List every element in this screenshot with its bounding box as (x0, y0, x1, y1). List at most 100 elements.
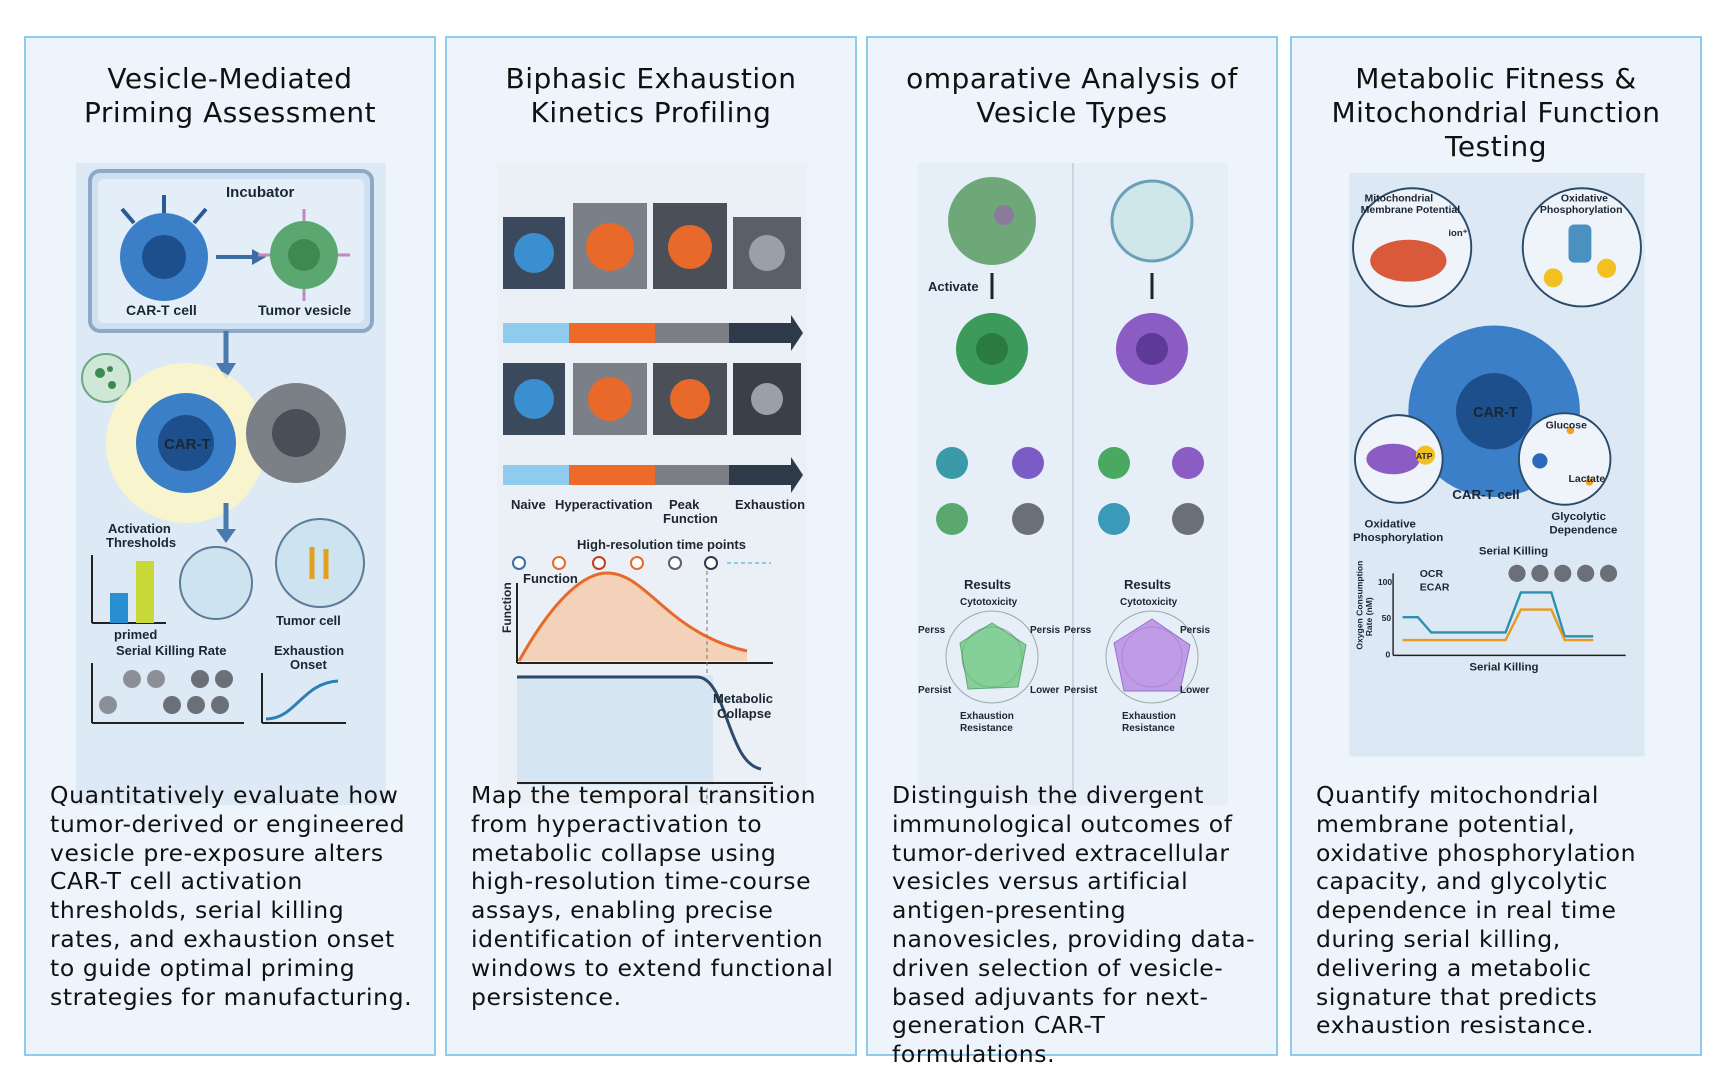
y-axis-label-2: Rate (nM) (1364, 597, 1374, 636)
title-line-2: Priming Assessment (83, 96, 377, 129)
panel-description: Map the temporal transition from hyperac… (471, 781, 834, 1011)
metabolic-label-2: Collapse (717, 706, 771, 721)
persis-label-right: Persis (1180, 625, 1210, 636)
ion-label: ion⁺ (1448, 228, 1467, 239)
oxphos-bottom-inset (1354, 414, 1444, 504)
function-axis-label: Function (500, 582, 514, 633)
hyperactivation-label: Hyperactivation (555, 497, 653, 512)
x-axis-label: Serial Killing (1469, 662, 1538, 674)
stage-arrow-row-2 (503, 457, 803, 493)
stage-arrow-row-1 (503, 315, 803, 351)
panel-title: Vesicle-Mediated Priming Assessment (36, 62, 424, 130)
tumor-vesicle-icon (258, 209, 350, 301)
peak-label-2: Function (663, 511, 718, 526)
glycolytic-label-2: Dependence (1549, 524, 1617, 536)
persist-label-right: Persist (1064, 685, 1098, 696)
membrane-potential-inset (1352, 187, 1473, 308)
perss-label-right: Perss (1064, 625, 1092, 636)
radar-chart-right (1105, 610, 1199, 704)
ocr-ecar-chart (1392, 573, 1626, 657)
panel-title: Biphasic Exhaustion Kinetics Profiling (457, 62, 845, 130)
activation-label-1: Activation (108, 521, 171, 536)
cart-label: CAR-T (1473, 405, 1518, 421)
title-line-2: Vesicle Types (976, 96, 1168, 129)
priming-illustration: Incubator CAR-T cell Tumor vesicle (76, 163, 386, 805)
y-axis-label-1: Oxygen Consumption (1355, 561, 1365, 650)
oxphos-top-label-1: Oxidative (1561, 194, 1608, 205)
panel-title: omparative Analysis of Vesicle Types (878, 62, 1266, 130)
naive-label: Naive (511, 497, 546, 512)
oxphos-bottom-label-1: Oxidative (1364, 519, 1415, 531)
mito-label-1: Mitochondrial (1364, 194, 1433, 205)
title-line-1: Vesicle-Mediated (107, 62, 353, 95)
cart-cell-label: CAR-T cell (1452, 487, 1519, 502)
cart-cell-icon (120, 195, 208, 301)
panel-title: Metabolic Fitness & Mitochondrial Functi… (1302, 62, 1690, 164)
title-line-1: Metabolic Fitness & (1355, 62, 1637, 95)
metabolic-collapse-plot (517, 675, 773, 785)
peak-label-1: Peak (669, 497, 700, 512)
tumor-vesicle-icon (948, 177, 1036, 265)
perss-label-left: Perss (918, 625, 946, 636)
panel-vesicle-priming: Vesicle-Mediated Priming Assessment Incu… (24, 36, 436, 1056)
function-curve-plot (516, 571, 773, 805)
panel-metabolic-fitness: Metabolic Fitness & Mitochondrial Functi… (1290, 36, 1702, 1056)
title-line-3: Testing (1445, 130, 1547, 163)
cell-stage-row-1 (503, 203, 801, 289)
metabolic-illustration: CAR-T Mitochondrial Membrane Potential i… (1349, 173, 1645, 757)
title-line-1: omparative Analysis of (906, 62, 1238, 95)
y-tick-50: 50 (1382, 613, 1392, 623)
oxphos-bottom-label-2: Phosphorylation (1353, 532, 1443, 544)
exhaustion-onset-label-1: Exhaustion (274, 643, 344, 658)
activate-label: Activate (928, 279, 979, 294)
cell-stage-row-2 (503, 363, 801, 435)
vesicle-inset-icon (81, 353, 131, 403)
cytotoxicity-label-right: Cytotoxicity (1120, 597, 1178, 608)
title-line-2: Kinetics Profiling (530, 96, 772, 129)
serial-killing-label: Serial Killing (1479, 545, 1548, 557)
activation-label-2: Thresholds (106, 535, 176, 550)
exh-res-left-1: Exhaustion (960, 711, 1014, 722)
exhaustion-onset-plot (261, 673, 346, 724)
glucose-label: Glucose (1546, 420, 1587, 431)
cart-cell-label: CAR-T cell (126, 302, 197, 318)
persist-label-left: Persist (918, 685, 952, 696)
panel-description: Distinguish the divergent immunological … (892, 781, 1256, 1069)
activation-bars (91, 555, 166, 624)
exh-res-right-1: Exhaustion (1122, 711, 1176, 722)
panel-biphasic-kinetics: Biphasic Exhaustion Kinetics Profiling (445, 36, 857, 1056)
oxphos-top-inset (1521, 187, 1642, 308)
target-cells (1508, 564, 1618, 582)
tumor-cell-label: Tumor cell (276, 613, 341, 628)
incubator-label: Incubator (226, 184, 294, 201)
ecar-legend-label: ECAR (1420, 583, 1450, 594)
exh-res-left-2: Resistance (960, 723, 1013, 734)
lower-label-right: Lower (1180, 685, 1210, 696)
title-line-2: Mitochondrial Function (1331, 96, 1661, 129)
artificial-vesicle-icon (1110, 179, 1194, 263)
synapse-inset-icon (179, 546, 253, 620)
y-tick-0: 0 (1385, 649, 1390, 659)
oxphos-top-label-2: Phosphorylation (1540, 205, 1623, 216)
results-label-right: Results (1124, 577, 1171, 592)
persis-label-left: Persis (1030, 625, 1060, 636)
comparison-illustration: Activate Results Results Cytotoxicity Cy… (918, 163, 1228, 805)
tumor-vesicle-label: Tumor vesicle (258, 302, 351, 318)
function-curve-label: Function (523, 571, 578, 586)
incubator-box: Incubator CAR-T cell Tumor vesicle (88, 169, 374, 333)
cart-label: CAR-T (164, 436, 211, 453)
glycolytic-label-1: Glycolytic (1551, 511, 1606, 523)
exh-res-right-2: Resistance (1122, 723, 1175, 734)
metabolic-label-1: Metabolic (713, 691, 773, 706)
radar-chart-left (945, 610, 1039, 704)
atp-label: ATP (1416, 451, 1433, 461)
title-line-1: Biphasic Exhaustion (505, 62, 797, 95)
primed-label: primed (114, 627, 157, 642)
tumor-cell-icon (246, 383, 346, 483)
panel-description: Quantitatively evaluate how tumor-derive… (50, 781, 413, 1011)
lower-label-left: Lower (1030, 685, 1060, 696)
lactate-label: Lactate (1568, 474, 1605, 485)
cytotoxicity-label-left: Cytotoxicity (960, 597, 1018, 608)
exhaustion-onset-label-2: Onset (290, 657, 328, 672)
panel-vesicle-comparison: omparative Analysis of Vesicle Types Act… (866, 36, 1278, 1068)
